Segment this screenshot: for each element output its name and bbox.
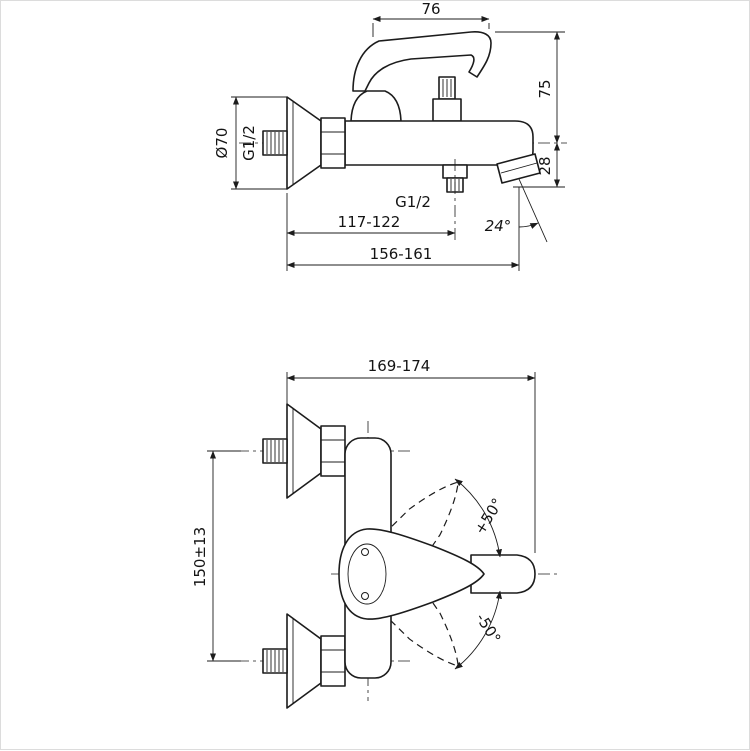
spout-top-view bbox=[470, 554, 536, 594]
dim-label-156-161: 156-161 bbox=[370, 245, 433, 263]
cartridge-dome bbox=[350, 90, 402, 122]
dim-label-diameter-70: Ø70 bbox=[213, 128, 231, 159]
upper-wall-connection bbox=[262, 403, 346, 499]
swing-arc-up bbox=[454, 478, 502, 558]
side-view-drawing: 76 75 28 Ø70 G1/2 G1/2 117-1 bbox=[213, 1, 567, 271]
hex-nut bbox=[320, 425, 346, 477]
plan-view-drawing: +50° -50° 169-174 150±13 bbox=[191, 357, 557, 709]
escutcheon-cone bbox=[286, 613, 322, 709]
dim-label-minus-50: -50° bbox=[472, 610, 504, 647]
top-outlet-base bbox=[432, 98, 462, 122]
lower-wall-connection bbox=[262, 613, 346, 709]
spout-outlet-line bbox=[500, 162, 538, 174]
dim-label-75: 75 bbox=[536, 79, 554, 98]
dimension-wall-to-outlet: 117-122 bbox=[286, 193, 456, 271]
swing-arc-down bbox=[454, 590, 502, 670]
dimension-spout-drop: 28 bbox=[513, 142, 565, 188]
dimension-handle-length: 76 bbox=[372, 1, 490, 37]
handle-lever bbox=[352, 31, 492, 92]
dim-label-28: 28 bbox=[536, 156, 554, 175]
hex-nut bbox=[320, 117, 346, 169]
dim-label-24deg: 24° bbox=[485, 217, 512, 235]
dimension-overall-reach: 169-174 bbox=[286, 357, 536, 553]
handle-dome-edge bbox=[347, 543, 387, 605]
dim-label-outlet-thread: G1/2 bbox=[395, 193, 431, 211]
dim-label-76: 76 bbox=[421, 1, 440, 18]
dimension-connection-centers: 150±13 bbox=[191, 450, 241, 662]
hex-nut bbox=[320, 635, 346, 687]
escutcheon-cone bbox=[286, 96, 322, 190]
dim-label-169-174: 169-174 bbox=[368, 357, 431, 375]
mixer-body bbox=[344, 120, 534, 166]
dimension-height: 75 bbox=[495, 31, 565, 144]
handle-top-view bbox=[338, 528, 485, 620]
dim-label-wall-thread: G1/2 bbox=[240, 125, 258, 161]
escutcheon-cone bbox=[286, 403, 322, 499]
dimension-wall-to-spout: 156-161 bbox=[286, 187, 520, 271]
dim-label-117-122: 117-122 bbox=[338, 213, 401, 231]
detail-hole bbox=[361, 592, 369, 600]
dim-label-plus-50: +50° bbox=[471, 495, 507, 538]
dimension-spout-angle: 24° bbox=[485, 178, 548, 243]
detail-hole bbox=[361, 548, 369, 556]
dimension-escutcheon: Ø70 G1/2 bbox=[213, 96, 287, 190]
dim-label-150: 150±13 bbox=[191, 527, 209, 587]
